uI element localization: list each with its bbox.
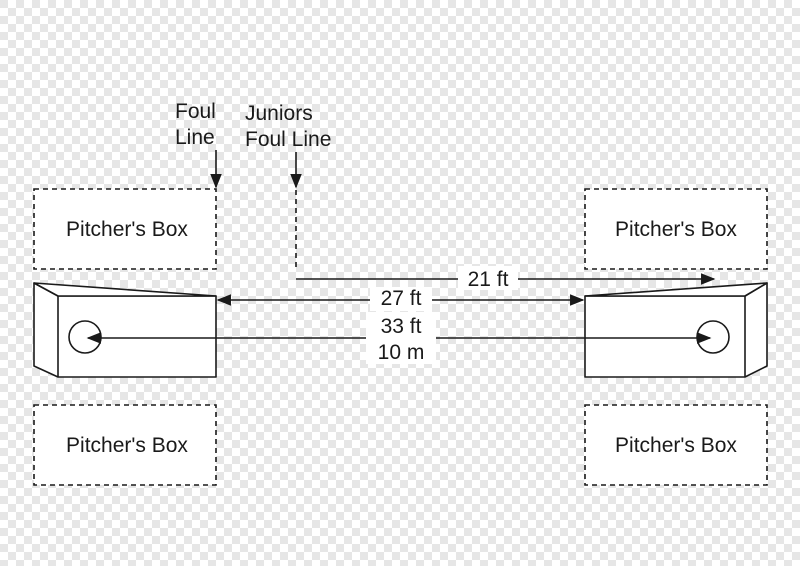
foul-line-label-1: Foul (175, 100, 216, 123)
dimension-33ft-label: 33 ft (381, 315, 422, 338)
pit-left (33, 282, 217, 378)
pitchers-box-label: Pitcher's Box (66, 218, 188, 241)
juniors-foul-line-label-1: Juniors (245, 102, 313, 125)
dimension-10m-label: 10 m (378, 341, 425, 364)
pitchers-box-bottom-left: Pitcher's Box (33, 404, 217, 486)
pit-hole-left (68, 320, 102, 354)
pitchers-box-top-right: Pitcher's Box (584, 188, 768, 270)
pitchers-box-bottom-right: Pitcher's Box (584, 404, 768, 486)
dimension-27ft-label: 27 ft (381, 287, 422, 310)
pitchers-box-label: Pitcher's Box (66, 434, 188, 457)
juniors-foul-line-label-2: Foul Line (245, 128, 331, 151)
pitchers-box-top-left: Pitcher's Box (33, 188, 217, 270)
pitchers-box-label: Pitcher's Box (615, 218, 737, 241)
dimension-21ft-label: 21 ft (468, 268, 509, 291)
pitchers-box-label: Pitcher's Box (615, 434, 737, 457)
pit-hole-right (696, 320, 730, 354)
foul-line-label-2: Line (175, 126, 215, 149)
pit-right (584, 282, 768, 378)
